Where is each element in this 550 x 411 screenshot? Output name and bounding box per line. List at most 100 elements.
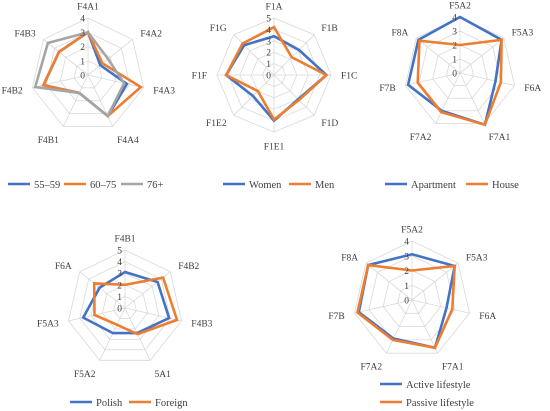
legend-label: House (492, 180, 519, 191)
grid-spoke (435, 72, 461, 124)
category-label: F1E1 (264, 143, 285, 153)
category-label: F7A2 (360, 363, 382, 373)
tick-label: 0 (117, 305, 122, 315)
series-line (224, 25, 329, 122)
category-label: F7B (328, 312, 344, 322)
category-label: F8A (341, 254, 358, 264)
grid-spoke (233, 34, 275, 76)
tick-label: 2 (266, 49, 271, 59)
tick-label: 1 (117, 293, 122, 303)
tick-label: 4 (452, 14, 457, 24)
category-label: F5A3 (512, 28, 534, 38)
category-label: F5A2 (401, 226, 423, 236)
grid-ring (445, 58, 475, 86)
category-label: F6A (479, 312, 496, 322)
category-label: F1C (341, 72, 357, 82)
grid-ring (432, 44, 488, 99)
legend-label: 76+ (147, 180, 164, 191)
legend-label: 60–75 (90, 180, 116, 191)
grid-spoke (354, 299, 413, 314)
category-label: F4B3 (14, 30, 35, 40)
legend-label: Polish (96, 398, 123, 409)
grid-spoke (87, 74, 144, 89)
grid-spoke (124, 307, 182, 322)
grid-ring (368, 255, 456, 341)
category-label: F1F (192, 72, 207, 82)
series-line (92, 276, 179, 336)
tick-label: 0 (80, 72, 85, 82)
category-label: F1B (321, 24, 337, 34)
grid-spoke (459, 72, 515, 86)
grid-spoke (411, 262, 459, 301)
tick-label: 2 (80, 43, 85, 53)
grid-spoke (415, 37, 461, 74)
legend-label: Foreign (155, 398, 188, 409)
grid-spoke (386, 299, 413, 354)
tick-label: 2 (117, 281, 122, 291)
series-line (355, 263, 457, 350)
grid-spoke (62, 74, 89, 127)
series-line (81, 270, 171, 335)
tick-label: 3 (452, 28, 457, 38)
category-label: F1A (266, 3, 283, 13)
grid-ring (31, 17, 145, 127)
tick-label: 4 (117, 258, 122, 268)
grid-spoke (32, 74, 89, 89)
grid-spoke (43, 39, 89, 76)
tick-label: 0 (452, 70, 457, 80)
category-label: 5A1 (155, 370, 172, 380)
grid-spoke (459, 37, 505, 74)
tick-label: 5 (117, 247, 122, 257)
category-label: F7B (379, 84, 395, 94)
legend-label: Men (315, 180, 335, 191)
tick-label: 5 (266, 15, 271, 25)
legend-label: 55–59 (34, 180, 60, 191)
category-label: F6A (55, 262, 72, 272)
category-label: F4A1 (77, 3, 99, 13)
tick-label: 3 (117, 270, 122, 280)
category-label: F1G (210, 24, 227, 34)
category-label: F4A2 (140, 30, 162, 40)
category-label: F1D (321, 119, 338, 129)
legend-label: Active lifestyle (406, 380, 471, 391)
grid-spoke (411, 299, 470, 314)
grid-ring (404, 16, 516, 124)
tick-label: 0 (266, 72, 271, 82)
grid-ring (354, 240, 470, 354)
tick-label: 0 (404, 297, 409, 307)
grid-ring (79, 261, 171, 351)
series-line (416, 38, 503, 127)
tick-label: 4 (80, 15, 85, 25)
series-line (33, 30, 126, 119)
grid-spoke (87, 74, 114, 127)
tick-label: 4 (266, 26, 271, 36)
grid-ring (73, 60, 103, 89)
grid-ring (113, 295, 137, 319)
tick-label: 4 (404, 238, 409, 248)
category-label: F4A4 (117, 136, 139, 146)
tick-label: 1 (404, 282, 409, 292)
grid-spoke (405, 72, 461, 86)
grid-ring (45, 31, 131, 114)
grid-spoke (68, 307, 126, 322)
category-label: F4B1 (38, 136, 59, 146)
tick-label: 3 (266, 37, 271, 47)
grid-ring (68, 249, 182, 361)
grid-spoke (87, 39, 133, 76)
tick-label: 1 (452, 56, 457, 66)
category-label: F4B1 (114, 235, 135, 245)
category-label: F5A3 (37, 320, 59, 330)
grid-ring (418, 30, 502, 112)
grid-spoke (273, 34, 315, 76)
grid-spoke (273, 74, 315, 116)
category-label: F5A3 (466, 254, 488, 264)
category-label: F4B3 (191, 320, 212, 330)
